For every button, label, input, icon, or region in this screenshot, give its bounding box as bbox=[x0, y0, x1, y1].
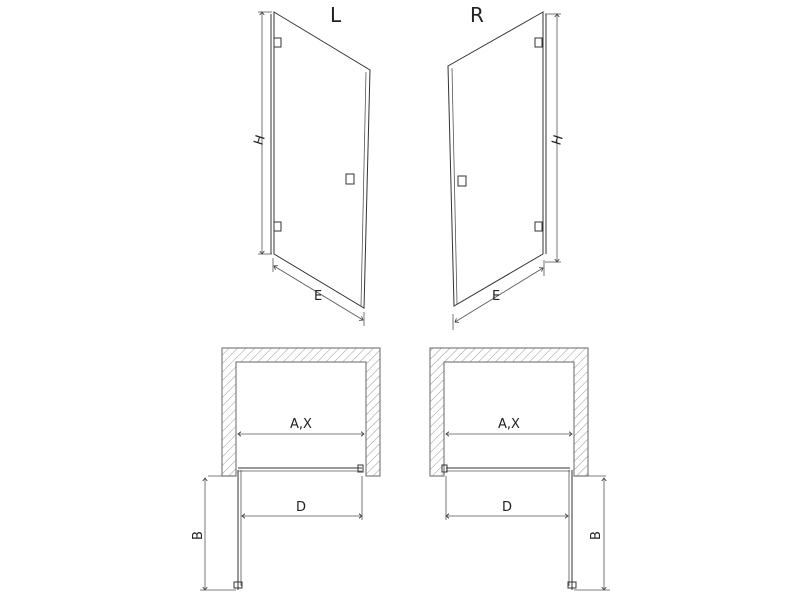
left-door-view: L H E bbox=[252, 3, 371, 326]
right-bottom-hinge-icon bbox=[534, 221, 543, 232]
right-plan-open-handle-icon bbox=[567, 581, 577, 589]
right-width-dimension bbox=[455, 268, 543, 322]
right-opening-label: A,X bbox=[498, 417, 520, 432]
right-width-label: E bbox=[492, 289, 500, 304]
left-width-dimension bbox=[274, 266, 363, 320]
right-view-title: R bbox=[470, 3, 484, 27]
left-door-label: D bbox=[296, 500, 306, 515]
right-plan-latch-icon bbox=[441, 464, 448, 473]
left-plan-wall bbox=[221, 347, 381, 477]
right-door-view: R H E bbox=[447, 3, 567, 330]
left-door-panel bbox=[273, 11, 371, 309]
left-handle-icon bbox=[345, 173, 355, 185]
left-depth-label: B bbox=[191, 531, 206, 540]
left-bottom-hinge-icon bbox=[273, 221, 282, 232]
right-depth-label: B bbox=[589, 531, 604, 540]
right-door-panel bbox=[447, 11, 544, 307]
left-opening-label: A,X bbox=[290, 417, 312, 432]
right-height-label: H bbox=[550, 133, 567, 147]
left-plan-latch-icon bbox=[357, 464, 364, 473]
left-plan-view: A,X D B bbox=[191, 347, 381, 590]
right-top-hinge-icon bbox=[534, 37, 543, 48]
left-view-title: L bbox=[330, 3, 342, 27]
right-plan-view: A,X D B bbox=[429, 347, 610, 590]
left-top-hinge-icon bbox=[273, 37, 282, 48]
left-width-label: E bbox=[314, 289, 322, 304]
right-plan-wall bbox=[429, 347, 589, 477]
right-door-label: D bbox=[502, 500, 512, 515]
left-height-label: H bbox=[252, 133, 269, 147]
left-plan-open-handle-icon bbox=[233, 581, 243, 589]
right-door-edge bbox=[451, 67, 458, 305]
right-handle-icon bbox=[457, 175, 467, 187]
